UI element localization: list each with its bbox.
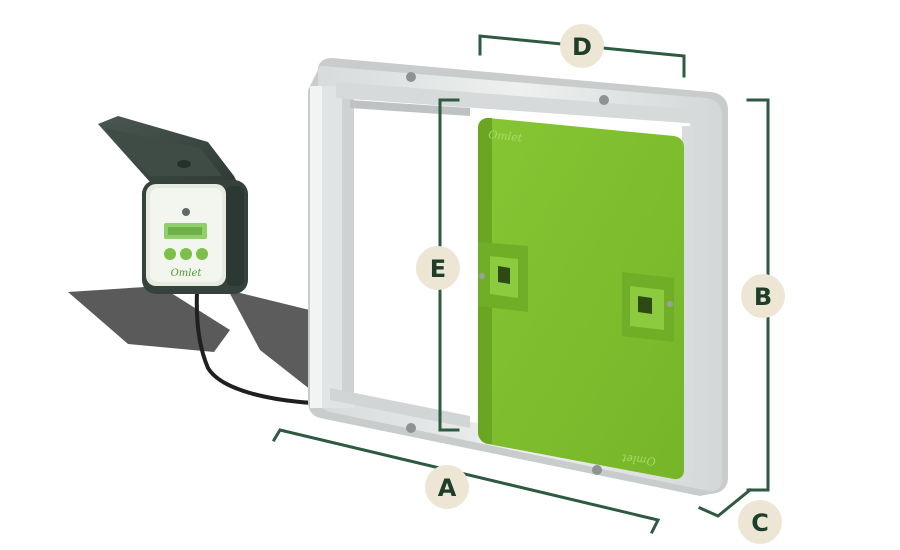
- dimension-badge-a: A: [425, 465, 469, 509]
- dimension-badge-c: C: [738, 500, 782, 544]
- svg-text:E: E: [430, 255, 446, 283]
- dimension-badge-e: E: [416, 246, 460, 290]
- controller-unit: Omlet: [142, 180, 248, 294]
- button-icon[interactable]: [164, 248, 176, 260]
- svg-text:A: A: [438, 474, 457, 502]
- svg-text:C: C: [751, 509, 769, 537]
- door-latch-left: [478, 242, 528, 312]
- screw-icon: [406, 72, 416, 82]
- controller-brand: Omlet: [171, 268, 203, 279]
- dimension-badge-d: D: [560, 24, 604, 68]
- controller-power-indicator: [182, 208, 190, 216]
- screw-icon: [406, 423, 416, 433]
- screw-icon: [592, 465, 602, 475]
- door-latch-right: [622, 272, 674, 342]
- button-icon[interactable]: [180, 248, 192, 260]
- dimension-line-c: [698, 487, 753, 518]
- controller-lid: [98, 116, 238, 184]
- screw-icon: [599, 95, 609, 105]
- dimension-badge-b: B: [741, 274, 785, 318]
- door-brand-bottom: Omlet: [621, 451, 657, 468]
- svg-text:D: D: [572, 33, 592, 61]
- svg-text:B: B: [754, 283, 772, 311]
- dimension-line-a: [271, 428, 661, 535]
- button-icon[interactable]: [196, 248, 208, 260]
- sliding-door-panel: Omlet Omlet: [478, 118, 684, 480]
- door-brand-top: Omlet: [488, 128, 524, 145]
